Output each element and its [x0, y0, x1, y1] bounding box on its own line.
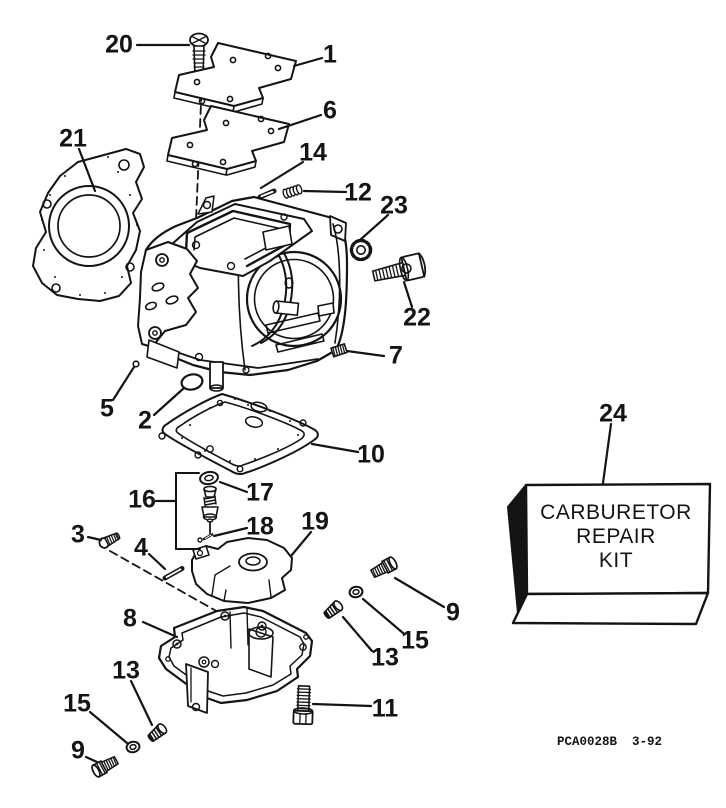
kit-box-line-3: KIT [598, 549, 634, 572]
callout-18: 18 [246, 512, 274, 541]
part-16-needle-valve [201, 485, 219, 537]
callout-8: 8 [123, 604, 137, 633]
part-8-float-bowl [157, 605, 314, 714]
callout-13: 13 [112, 656, 140, 685]
part-3-screw [98, 532, 121, 549]
part-4-pin [162, 566, 185, 581]
callout-15: 15 [63, 689, 91, 718]
part-23-lockwasher [349, 238, 373, 262]
leader-lines [77, 43, 613, 764]
part-13-screw-right [321, 598, 346, 622]
callout-3: 3 [71, 520, 85, 549]
part-24-repair-kit-box [507, 482, 712, 626]
part-7-screw [330, 343, 348, 358]
part-22-screw [371, 252, 427, 282]
part-10-gasket [158, 393, 319, 476]
callout-20: 20 [105, 30, 133, 59]
callout-12: 12 [344, 178, 372, 207]
callout-16: 16 [128, 485, 156, 514]
callout-15: 15 [401, 626, 429, 655]
callout-14: 14 [299, 138, 327, 167]
kit-box-line-1: CARBURETOR [540, 501, 692, 524]
part-11-bolt [292, 685, 314, 726]
callout-13: 13 [371, 643, 399, 672]
kit-box-text: CARBURETOR REPAIR KIT [527, 501, 705, 573]
part-6-plate [166, 105, 290, 176]
callout-11: 11 [371, 694, 399, 723]
part-17-seat [199, 470, 219, 486]
callout-9: 9 [446, 598, 460, 627]
part-19-float [191, 537, 293, 604]
callout-19: 19 [301, 507, 329, 536]
part-13-screw-left [145, 721, 170, 745]
part-2-plug [180, 373, 204, 391]
part-carburetor-body [137, 195, 349, 392]
callout-17: 17 [246, 478, 274, 507]
callout-21: 21 [59, 124, 87, 153]
callout-23: 23 [380, 191, 408, 220]
part-1-plate [173, 42, 297, 113]
part-5-ball [132, 360, 140, 368]
part-21-gasket [32, 148, 145, 302]
callout-1: 1 [323, 40, 337, 69]
callout-5: 5 [100, 394, 114, 423]
kit-box-line-2: REPAIR [576, 525, 656, 548]
figure-code: PCA0028B 3-92 [557, 735, 663, 749]
callout-2: 2 [138, 406, 152, 435]
callout-24: 24 [599, 399, 627, 428]
part-18-clip [197, 533, 214, 543]
part-15-washer-right [347, 584, 365, 600]
callout-22: 22 [403, 303, 431, 332]
callout-4: 4 [134, 533, 148, 562]
part-20-screw [189, 32, 209, 77]
callout-7: 7 [389, 341, 403, 370]
callout-10: 10 [357, 440, 385, 469]
part-9-plug-right [368, 555, 400, 581]
part-12-spring [282, 184, 303, 199]
part-9-plug-left [89, 753, 121, 779]
callout-6: 6 [323, 96, 337, 125]
part-14-pin [257, 188, 277, 200]
callout-9: 9 [71, 736, 85, 765]
